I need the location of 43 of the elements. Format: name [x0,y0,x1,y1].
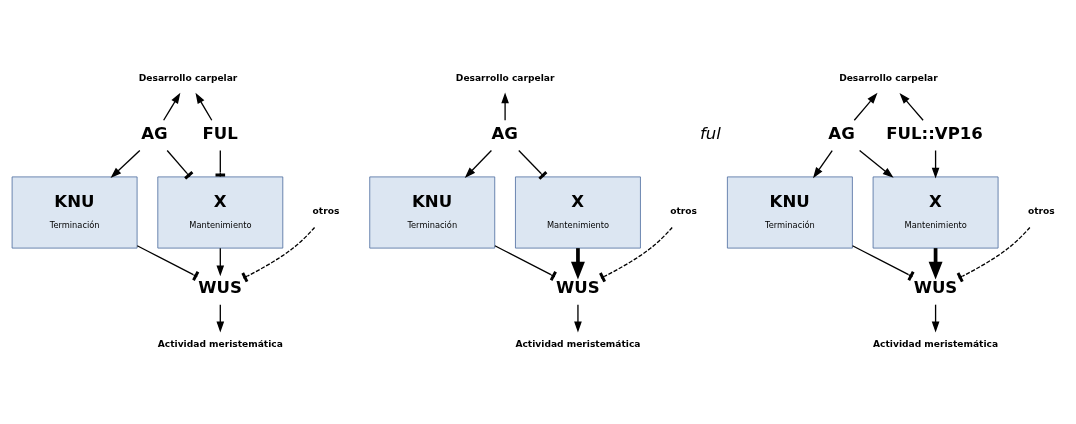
node-text: Actividad meristemática [157,338,283,349]
node-text: otros [670,205,697,216]
node-text: WUS [913,277,958,297]
arrow [858,149,894,178]
node-text: Desarrollo carpelar [138,72,238,83]
arrow [570,247,585,279]
node-text: WUS [198,277,242,297]
node-box: KNU Terminación [369,176,496,248]
node-box: X Mantenimiento [157,176,284,248]
node-text: AG [491,123,518,143]
node-text: Desarrollo carpelar [455,72,555,83]
node-text: otros [312,205,340,216]
node-text: AG [141,123,168,143]
arrow [899,92,924,121]
arrow [501,91,509,121]
node-box: KNU Terminación [726,176,853,248]
arrow [195,92,213,121]
connector [494,244,557,281]
node-text: FUL::VP16 [886,123,983,143]
connector [851,244,915,281]
connector [241,226,316,282]
arrow [574,303,582,332]
node-text: WUS [556,277,600,297]
arrow [110,149,141,178]
connector [956,226,1031,282]
node-box: X Mantenimiento [515,176,641,248]
node-text: otros [1027,205,1055,216]
arrow [853,92,878,121]
node-box: X Mantenimiento [872,176,999,248]
node-text: ful [700,123,721,143]
node-text: FUL [202,123,238,143]
node-text: Actividad meristemática [515,338,641,349]
arrow [813,149,833,178]
connector [518,149,548,180]
node-text: Actividad meristemática [873,338,999,349]
node-text: AG [828,123,855,143]
connector [136,244,200,281]
arrow [464,149,493,178]
node-box: KNU Terminación [11,176,138,248]
node-text: Desarrollo carpelar [839,72,938,83]
arrow [163,92,181,121]
connector [166,149,194,180]
connector [599,226,673,282]
